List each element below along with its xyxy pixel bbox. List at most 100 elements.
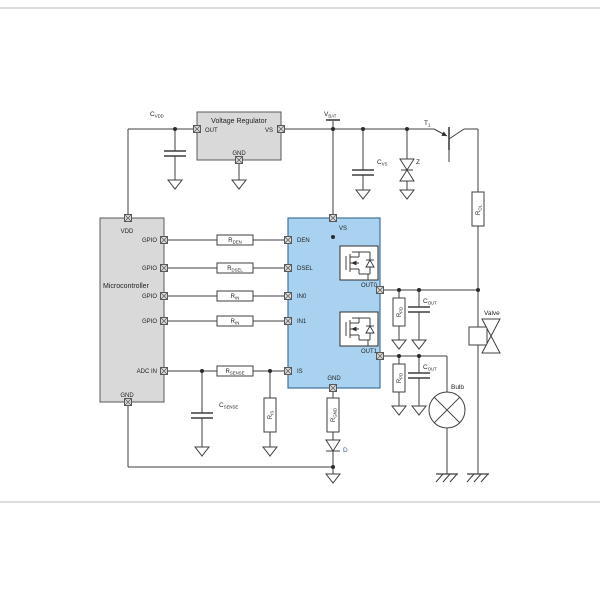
mcu-pin-gpio2-label: GPIO <box>142 294 157 300</box>
resistor-r-pd1: RPD <box>392 363 406 393</box>
microcontroller: VDD GPIO GPIO Microcontroller GPIO GPIO … <box>99 217 165 403</box>
label-vbat: VBAT <box>324 111 337 119</box>
diode-d: D <box>325 439 348 454</box>
resistor-r-pd0: RPD <box>392 297 406 327</box>
tvs-diode-z: Z <box>399 158 420 182</box>
capacitor-c-sense: CSENSE <box>191 402 238 419</box>
label-z: Z <box>416 159 420 166</box>
ground-symbol <box>194 446 210 457</box>
pin-ic-out1 <box>376 352 384 360</box>
regulator-pin-gnd-label: GND <box>232 151 246 157</box>
chassis-ground-symbol <box>435 473 459 483</box>
ic-pin-in1-label: IN1 <box>297 319 307 325</box>
resistor-r-in1: RIN <box>216 315 254 327</box>
capacitor-c-out1: COUT <box>408 364 437 379</box>
battery-vbat: VBAT <box>324 111 340 121</box>
pin-mcu-gpio3 <box>160 317 168 325</box>
junction-dots <box>173 127 480 469</box>
pin-mcu-vdd <box>124 214 132 222</box>
resistor-r-ol: ROL <box>471 191 485 227</box>
capacitor-c-out0: COUT <box>408 298 437 313</box>
pin-mcu-gpio2 <box>160 292 168 300</box>
resistor-r-is: RIS <box>263 397 277 433</box>
label-r-dsel: RDSEL <box>227 266 243 272</box>
mcu-pin-gpio0-label: GPIO <box>142 238 157 244</box>
ground-symbol <box>355 189 371 200</box>
regulator-title: Voltage Regulator <box>211 118 267 125</box>
valve-symbol: Valve <box>468 310 501 354</box>
pin-ic-in1 <box>284 317 292 325</box>
label-r-is: RIS <box>268 411 274 420</box>
pin-regulator-gnd <box>235 156 243 164</box>
mosfet-channel1 <box>339 311 379 347</box>
ground-symbol <box>325 473 341 484</box>
voltage-regulator: Voltage Regulator OUT VS GND <box>196 111 282 161</box>
label-d: D <box>343 447 348 454</box>
chassis-ground-symbol <box>466 473 490 483</box>
regulator-pin-out-label: OUT <box>205 128 218 134</box>
bulb-symbol: Bulb <box>428 384 466 429</box>
label-r-ol: ROL <box>476 204 482 215</box>
ground-symbol <box>231 179 247 190</box>
mcu-pin-gnd-label: GND <box>120 393 134 399</box>
pin-ic-vs <box>329 214 337 222</box>
label-r-pd0: RPD <box>397 307 403 317</box>
pin-mcu-gpio0 <box>160 236 168 244</box>
resistor-r-sense: RSENSE <box>216 365 254 377</box>
label-r-in1: RIN <box>231 319 240 325</box>
mosfet-channel0 <box>339 245 379 281</box>
ic-pin-dsel-label: DSEL <box>297 266 313 272</box>
label-c-sense: CSENSE <box>219 402 238 410</box>
transistor-t1: T1 <box>424 120 465 162</box>
label-bulb: Bulb <box>451 384 464 391</box>
ground-symbol <box>391 405 407 416</box>
label-c-vdd: CVDD <box>150 111 164 119</box>
ground-symbol <box>391 339 407 350</box>
mcu-title: Microcontroller <box>103 283 150 290</box>
label-t1: T1 <box>424 120 431 128</box>
ic-pin-gnd-label: GND <box>327 376 341 382</box>
resistor-r-den: RDEN <box>216 234 254 246</box>
pin-ic-in0 <box>284 292 292 300</box>
smart-switch-ic: VS DEN DSEL IN0 IN1 IS OUT0 OUT1 GND <box>287 217 381 389</box>
ground-symbol <box>262 446 278 457</box>
label-c-out1: COUT <box>423 364 437 372</box>
pin-ic-is <box>284 367 292 375</box>
pin-mcu-gpio1 <box>160 264 168 272</box>
label-r-gnd: RGND <box>331 408 337 422</box>
capacitor-c-vdd: CVDD <box>150 111 186 157</box>
label-r-sense: RSENSE <box>226 369 245 375</box>
ground-symbol <box>399 189 415 200</box>
ground-symbol <box>167 179 183 190</box>
pin-ic-out0 <box>376 286 384 294</box>
resistor-r-dsel: RDSEL <box>216 262 254 274</box>
ic-pin-out0-label: OUT0 <box>361 283 378 289</box>
pin-mcu-adc <box>160 367 168 375</box>
mcu-pin-gpio1-label: GPIO <box>142 266 157 272</box>
pin-mcu-gnd <box>124 398 132 406</box>
pin-regulator-vs <box>277 125 285 133</box>
resistor-r-in0: RIN <box>216 290 254 302</box>
pin-ic-den <box>284 236 292 244</box>
label-c-vs: CVS <box>377 159 388 167</box>
label-valve: Valve <box>484 310 500 317</box>
ic-pin-vs-label: VS <box>339 226 347 232</box>
label-r-in0: RIN <box>231 294 240 300</box>
ic-pin-den-label: DEN <box>297 238 310 244</box>
mcu-pin-adc-label: ADC IN <box>137 369 157 375</box>
label-c-out0: COUT <box>423 298 437 306</box>
ic-pin-is-label: IS <box>297 369 303 375</box>
pin-ic-gnd <box>329 384 337 392</box>
capacitor-c-vs: CVS <box>352 159 388 176</box>
pin-regulator-out <box>193 125 201 133</box>
mcu-pin-vdd-label: VDD <box>121 229 134 235</box>
mcu-pin-gpio3-label: GPIO <box>142 319 157 325</box>
ground-symbol <box>411 339 427 350</box>
pin-ic-dsel <box>284 264 292 272</box>
regulator-pin-vs-label: VS <box>265 128 273 134</box>
ic-pin-in0-label: IN0 <box>297 294 307 300</box>
label-r-den: RDEN <box>228 238 241 244</box>
resistor-r-gnd: RGND <box>326 397 340 433</box>
